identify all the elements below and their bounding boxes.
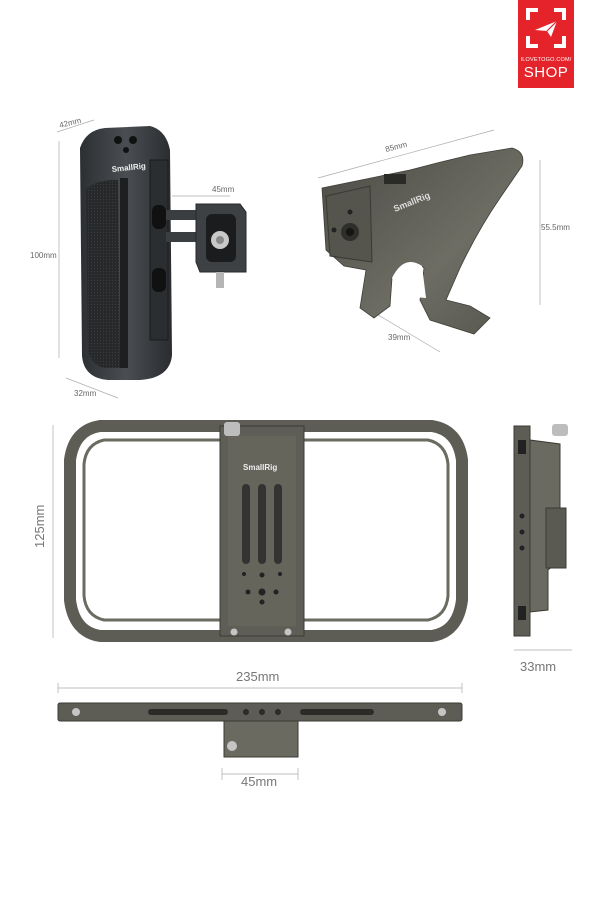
cage-height-label: 125mm: [32, 505, 47, 548]
top-handle: [317, 129, 541, 353]
cage-side-depth-label: 33mm: [520, 659, 556, 674]
top-handle-length-label: 85mm: [384, 140, 408, 154]
frame-plane-icon: [526, 8, 566, 48]
top-handle-base-label: 39mm: [388, 333, 411, 342]
cage-width-label: 235mm: [236, 669, 279, 684]
logo-url-text: ILOVETOGO.COM/: [520, 57, 572, 63]
side-handle-brand: SmallRig: [111, 161, 146, 174]
cage-front: [52, 420, 468, 642]
cage-mount-width-label: 45mm: [241, 774, 277, 789]
cage-brand: SmallRig: [243, 463, 277, 472]
top-handle-height-label: 55.5mm: [541, 223, 570, 232]
side-handle-width-label: 32mm: [74, 389, 97, 398]
shop-logo: ILOVETOGO.COM/ SHOP: [518, 0, 574, 88]
cage-side: [513, 424, 572, 651]
logo-shop-text: SHOP: [523, 64, 569, 81]
cage-top: [57, 683, 463, 780]
side-handle-height-label: 100mm: [30, 251, 57, 260]
side-handle-arm-label: 45mm: [212, 185, 235, 194]
side-handle: [56, 119, 247, 399]
